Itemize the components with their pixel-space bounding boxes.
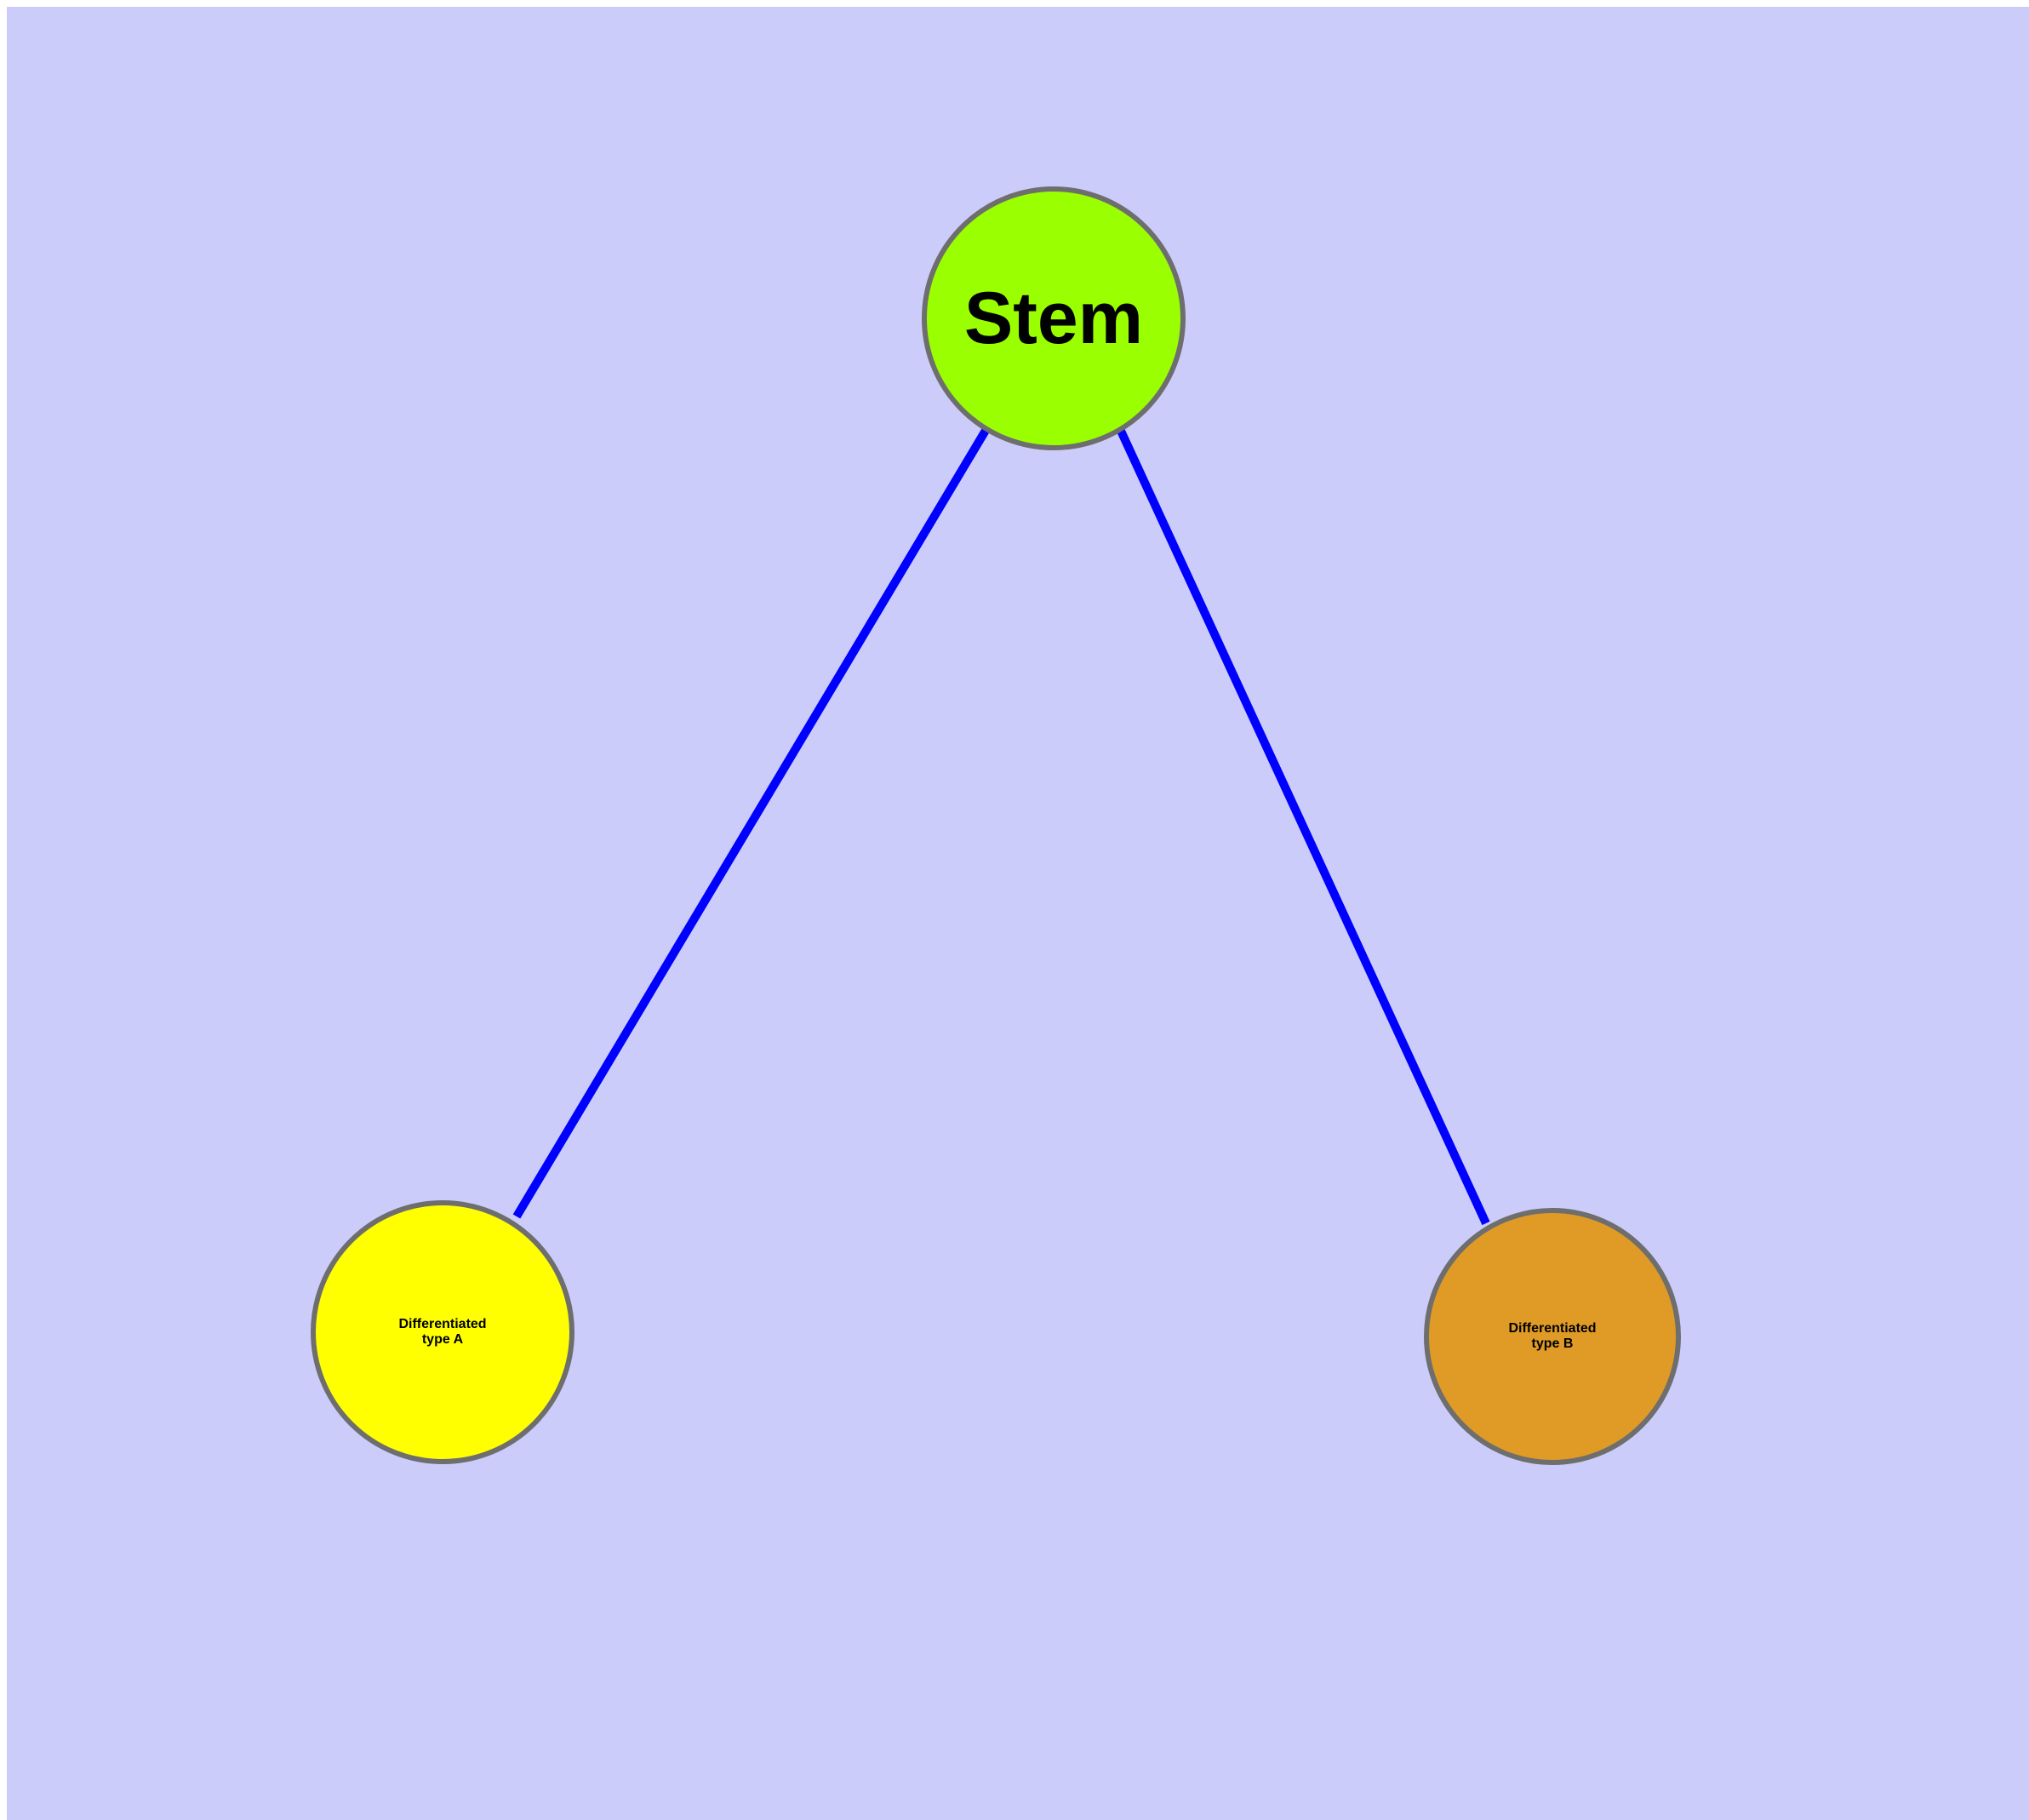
graph-node-diff_a[interactable]: [311, 1200, 574, 1464]
nodes-group: [311, 186, 1681, 1465]
graph-node-stem[interactable]: [922, 186, 1186, 450]
graph-node-diff_b[interactable]: [1424, 1208, 1681, 1465]
edges-group: [512, 426, 1490, 1226]
graph-edge-stem-to-a: [512, 426, 991, 1219]
graph-edge-stem-to-b: [1116, 426, 1490, 1226]
